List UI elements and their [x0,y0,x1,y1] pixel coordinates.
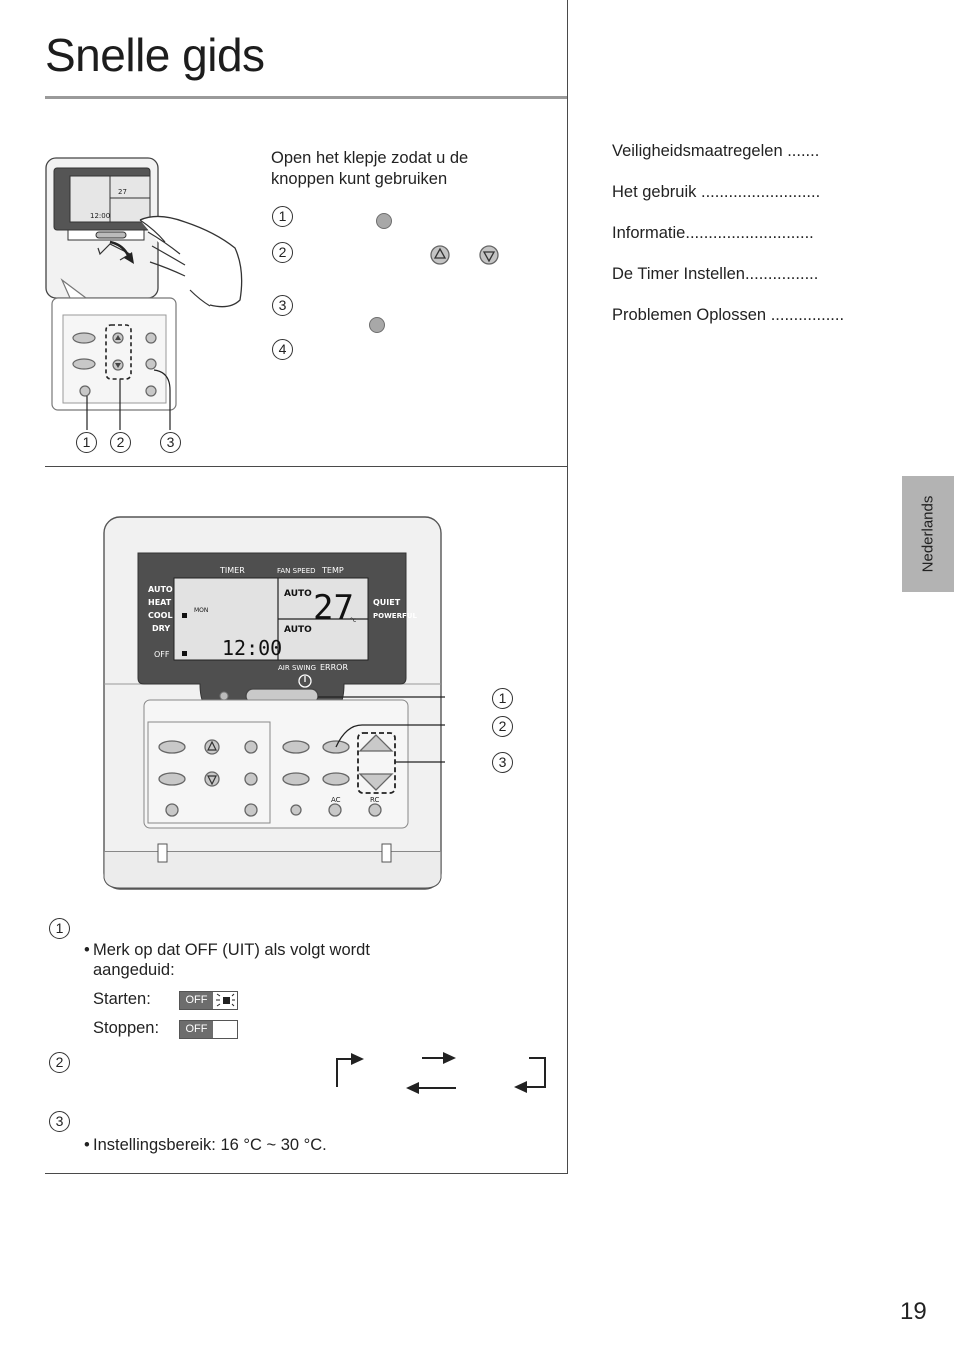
page-number: 19 [900,1298,927,1325]
remote-callout-3: 3 [492,752,513,773]
mode-cool: COOL [148,611,173,620]
label-air-swing: AIR SWING [278,664,316,672]
label-fan-speed: FAN SPEED [277,567,316,575]
intro-text: Open het klepje zodat u de knoppen kunt … [271,149,469,188]
label-ac: AC [331,796,341,804]
language-tab: Nederlands [902,476,954,592]
air-swing-arrows-icon [336,1052,546,1094]
remote-callout-2: 2 [492,716,513,737]
display-swing-value: AUTO [284,625,312,635]
stop-label: Stoppen: [93,1019,160,1037]
callout-2: 2 [110,432,131,453]
toc-item-information[interactable]: Informatie............................ [612,224,814,242]
note-1-number: 1 [49,918,70,939]
svg-text:12:00: 12:00 [90,212,110,220]
label-powerful: POWERFUL [373,612,417,620]
note-2-number: 2 [49,1052,70,1073]
note-1-bullet: • Merk op dat OFF (UIT) als volgt wordt … [84,941,370,979]
column-divider [567,0,568,1174]
label-quiet: QUIET [373,598,401,607]
display-temp: 27 [313,588,354,628]
label-temp: TEMP [321,566,344,575]
off-indicator-stop: OFF [179,1020,238,1039]
display-time: 12:00 [222,636,282,660]
up-down-button-icons [430,245,499,265]
toc-item-safety[interactable]: Veiligheidsmaatregelen ....... [612,142,820,160]
power-button-icon [376,213,392,229]
label-rc: RC [370,796,380,804]
step-2-number: 2 [272,242,293,263]
label-error: ERROR [320,663,348,672]
display-fan-value: AUTO [284,589,312,599]
display-temp-unit: °c [350,617,356,624]
note-3-number: 3 [49,1111,70,1132]
mode-off: OFF [154,650,170,659]
callout-3: 3 [160,432,181,453]
toc-item-usage[interactable]: Het gebruik .......................... [612,183,821,201]
blink-icon [216,993,235,1007]
title-rule [45,96,567,99]
remote-control-illustration: TIMER FAN SPEED TEMP AUTO HEAT COOL DRY … [103,516,445,890]
step-3-number: 3 [272,295,293,316]
callout-1: 1 [76,432,97,453]
page-title: Snelle gids [45,29,265,81]
section-divider [45,466,567,467]
mode-button-icon [369,317,385,333]
small-remote-illustration: 12:00 27 [45,157,243,430]
note-3-bullet: • Instellingsbereik: 16 °C ~ 30 °C. [84,1136,327,1154]
mode-heat: HEAT [148,598,172,607]
svg-text:27: 27 [118,188,127,196]
display-day: MON [194,607,208,614]
toc-item-troubleshooting[interactable]: Problemen Oplossen ................ [612,306,845,324]
section-bottom-rule [45,1173,567,1174]
start-label: Starten: [93,990,151,1008]
step-1-number: 1 [272,206,293,227]
remote-callout-1: 1 [492,688,513,709]
toc-item-timer[interactable]: De Timer Instellen................ [612,265,819,283]
label-timer: TIMER [219,566,245,575]
mode-auto: AUTO [148,585,173,594]
mode-dry: DRY [152,624,170,633]
step-4-number: 4 [272,339,293,360]
off-indicator-start: OFF [179,991,238,1010]
